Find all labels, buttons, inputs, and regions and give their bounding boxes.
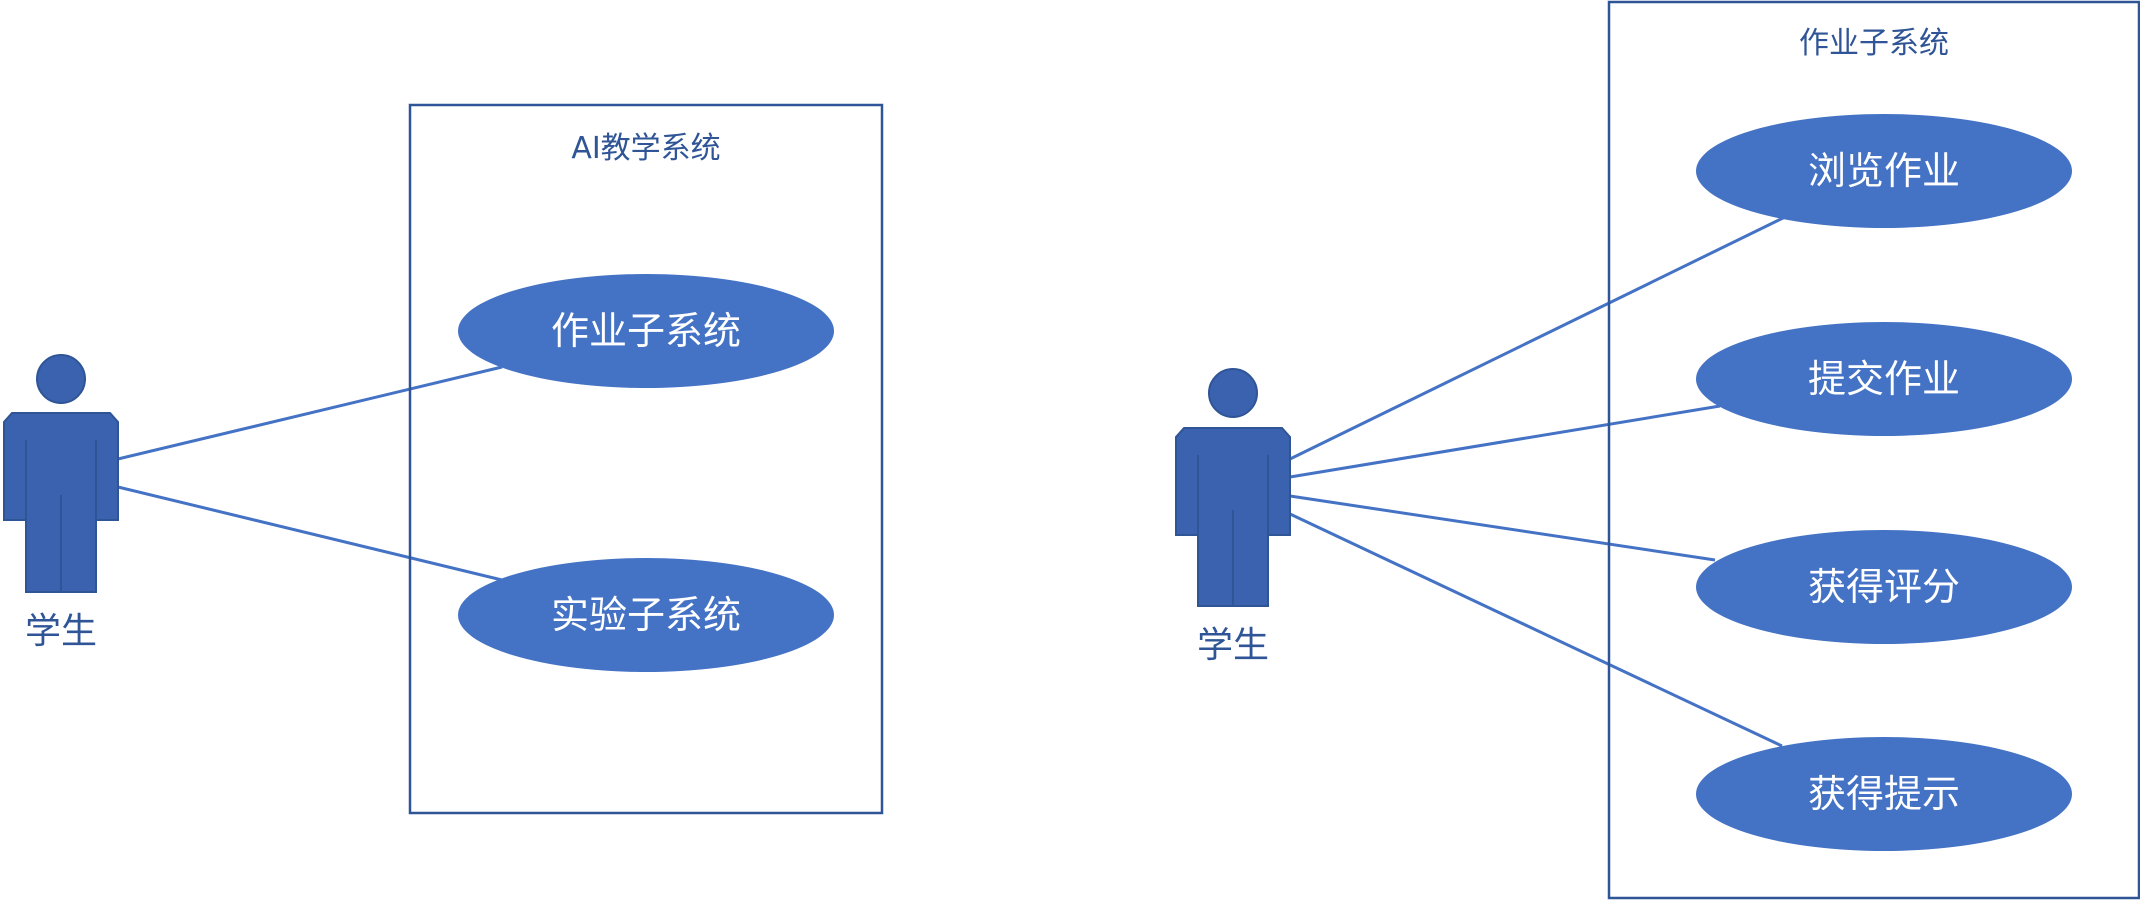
left-use-case-2-label: 实验子系统 bbox=[551, 593, 741, 637]
right-use-case-diagram: 作业子系统 浏览作业 提交作业 获得评分 获得提示 学生 bbox=[1175, 0, 2140, 900]
left-association-line-1 bbox=[117, 365, 503, 461]
left-use-case-2-ellipse bbox=[458, 558, 834, 672]
left-student-actor-icon bbox=[3, 354, 119, 593]
right-use-case-1[interactable]: 浏览作业 bbox=[1696, 114, 2072, 228]
right-system-boundary bbox=[1607, 0, 2140, 900]
right-association-line-1 bbox=[1289, 215, 1786, 461]
left-actor-label: 学生 bbox=[25, 611, 97, 652]
right-association-line-2 bbox=[1289, 404, 1721, 479]
right-use-case-4-ellipse bbox=[1696, 737, 2072, 851]
left-system-title: AI教学系统 bbox=[571, 131, 720, 166]
left-actor-head bbox=[36, 354, 86, 404]
right-use-case-1-ellipse bbox=[1696, 114, 2072, 228]
right-use-case-3-ellipse bbox=[1696, 530, 2072, 644]
right-association-line-4 bbox=[1289, 512, 1783, 748]
right-system-title: 作业子系统 bbox=[1799, 26, 1949, 61]
right-use-case-1-label: 浏览作业 bbox=[1808, 149, 1960, 193]
right-actor-head bbox=[1208, 368, 1258, 418]
right-use-case-2-ellipse bbox=[1696, 322, 2072, 436]
right-student-actor-icon bbox=[1175, 368, 1291, 607]
left-use-case-1-ellipse bbox=[458, 274, 834, 388]
left-system-boundary bbox=[408, 103, 884, 815]
right-use-case-3[interactable]: 获得评分 bbox=[1696, 530, 2072, 644]
right-use-case-3-label: 获得评分 bbox=[1808, 565, 1960, 609]
right-use-case-4[interactable]: 获得提示 bbox=[1696, 737, 2072, 851]
right-use-case-2[interactable]: 提交作业 bbox=[1696, 322, 2072, 436]
left-use-case-2[interactable]: 实验子系统 bbox=[458, 558, 834, 672]
right-use-case-2-label: 提交作业 bbox=[1808, 357, 1960, 401]
left-use-case-1[interactable]: 作业子系统 bbox=[458, 274, 834, 388]
left-use-case-diagram: AI教学系统 作业子系统 实验子系统 学生 bbox=[3, 103, 884, 815]
left-use-case-1-label: 作业子系统 bbox=[551, 309, 741, 353]
right-association-line-3 bbox=[1289, 494, 1716, 562]
left-association-line-2 bbox=[117, 485, 503, 582]
right-actor-label: 学生 bbox=[1197, 625, 1269, 666]
right-use-case-4-label: 获得提示 bbox=[1808, 772, 1960, 816]
